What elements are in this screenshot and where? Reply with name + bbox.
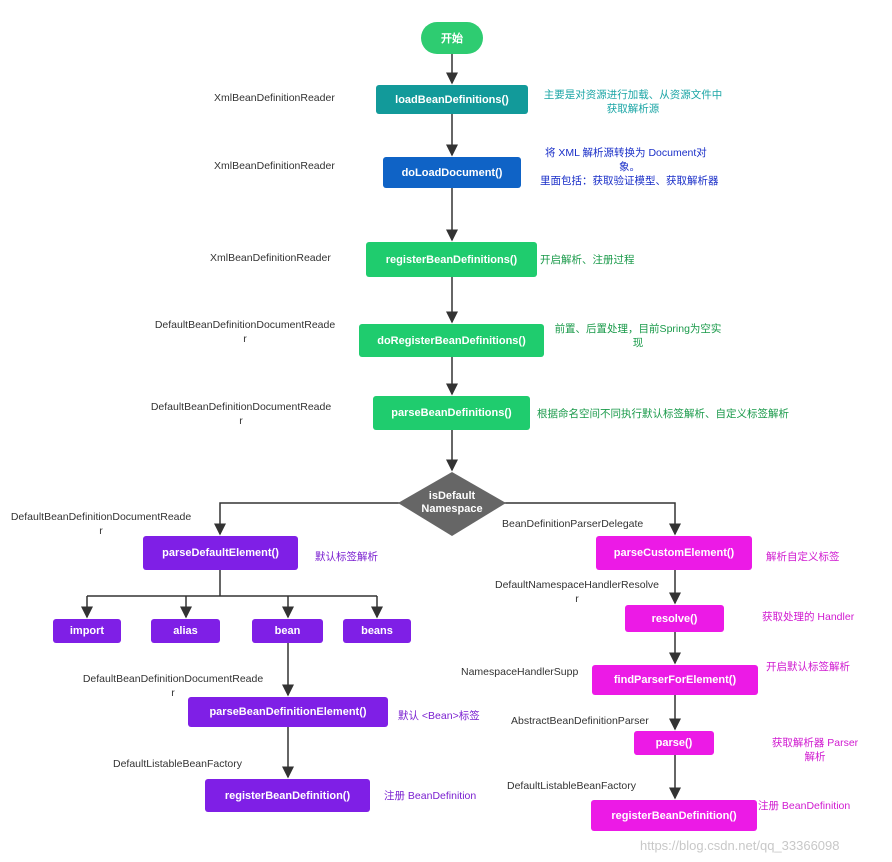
- annotation-parse-call-line2: 解析: [804, 751, 826, 763]
- class-label-4-line1: DefaultBeanDefinitionDocumentReade: [154, 319, 336, 331]
- class-label-6-line1: DefaultBeanDefinitionDocumentReade: [10, 511, 192, 523]
- class-label-7: BeanDefinitionParserDelegate: [502, 518, 644, 530]
- annotation-load-line1: 主要是对资源进行加载、从资源文件中: [543, 89, 723, 101]
- annotation-parse-call-line1: 获取解析器 Parser: [771, 737, 859, 749]
- parse-bean-definitions-node: parseBeanDefinitions(): [373, 396, 530, 430]
- bean-node: bean: [252, 619, 323, 643]
- annotation-doload: 将 XML 解析源转换为 Document对 象。 里面包括：获取验证模型、获取…: [537, 146, 719, 188]
- watermark: https://blog.csdn.net/qq_33366098: [640, 838, 840, 853]
- class-label-8-line2: r: [575, 593, 579, 605]
- annotation-doregister: 前置、后置处理，目前Spring为空实 现: [548, 322, 728, 350]
- annotation-resolve: 获取处理的 Handler: [762, 611, 855, 623]
- class-label-8-line1: DefaultNamespaceHandlerResolve: [494, 579, 659, 591]
- import-node: import: [53, 619, 121, 643]
- class-label-12: DefaultListableBeanFactory: [113, 758, 242, 770]
- annotation-register: 开启解析、注册过程: [540, 254, 635, 266]
- do-register-bean-definitions-node: doRegisterBeanDefinitions(): [359, 324, 544, 357]
- annotation-default: 默认标签解析: [315, 551, 378, 563]
- annotation-find: 开启默认标签解析: [766, 661, 850, 673]
- class-label-10: NamespaceHandlerSupp: [461, 666, 579, 678]
- find-parser-for-element-node: findParserForElement(): [592, 665, 758, 695]
- decision-label: isDefault Namespace: [410, 490, 494, 516]
- parse-custom-element-node: parseCustomElement(): [596, 536, 752, 570]
- class-label-5-line2: r: [239, 415, 243, 427]
- class-label-11: AbstractBeanDefinitionParser: [511, 715, 649, 727]
- parse-bean-definition-element-node: parseBeanDefinitionElement(): [188, 697, 388, 727]
- start-node: 开始: [421, 22, 483, 54]
- annotation-parse-call: 获取解析器 Parser 解析: [765, 736, 865, 764]
- annotation-register-right: 注册 BeanDefinition: [758, 800, 851, 812]
- class-label-3: XmlBeanDefinitionReader: [210, 252, 331, 264]
- register-bean-definitions-node: registerBeanDefinitions(): [366, 242, 537, 277]
- load-bean-definitions-node: loadBeanDefinitions(): [376, 85, 528, 114]
- class-label-6-line2: r: [99, 525, 103, 537]
- annotation-doregister-line2: 现: [632, 337, 644, 349]
- annotation-doload-line3: 里面包括：获取验证模型、获取解析器: [540, 175, 719, 187]
- annotation-register-left: 注册 BeanDefinition: [384, 790, 477, 802]
- annotation-doload-line1: 将 XML 解析源转换为 Document对: [545, 147, 707, 159]
- class-label-5-line1: DefaultBeanDefinitionDocumentReade: [150, 401, 332, 413]
- class-label-4-line2: r: [243, 333, 247, 345]
- class-label-13: DefaultListableBeanFactory: [507, 780, 636, 792]
- annotation-load-line2: 获取解析源: [606, 103, 660, 115]
- register-bean-definition-right-node: registerBeanDefinition(): [591, 800, 757, 831]
- annotation-load: 主要是对资源进行加载、从资源文件中 获取解析源: [538, 88, 728, 116]
- register-bean-definition-left-node: registerBeanDefinition(): [205, 779, 370, 812]
- resolve-node: resolve(): [625, 605, 724, 632]
- class-label-9: DefaultBeanDefinitionDocumentReade r: [70, 672, 276, 700]
- class-label-4: DefaultBeanDefinitionDocumentReade r: [142, 318, 348, 346]
- class-label-1: XmlBeanDefinitionReader: [214, 92, 335, 104]
- class-label-8: DefaultNamespaceHandlerResolve r: [488, 578, 666, 606]
- annotation-parse: 根据命名空间不同执行默认标签解析、自定义标签解析: [537, 408, 789, 420]
- alias-node: alias: [151, 619, 220, 643]
- annotation-custom: 解析自定义标签: [766, 551, 840, 563]
- do-load-document-node: doLoadDocument(): [383, 157, 521, 188]
- edge-decision-custom: [504, 502, 681, 536]
- parse-node: parse(): [634, 731, 714, 755]
- annotation-bean-tag: 默认 <Bean>标签: [398, 710, 480, 722]
- class-label-9-line2: r: [171, 687, 175, 699]
- edge-decision-default: [214, 502, 400, 536]
- annotation-doload-line2: 象。: [619, 161, 640, 173]
- decision-label-line2: Namespace: [421, 503, 483, 515]
- decision-label-line1: isDefault: [428, 490, 476, 502]
- decision-diamond: [398, 472, 506, 536]
- annotation-doregister-line1: 前置、后置处理，目前Spring为空实: [554, 323, 722, 335]
- class-label-9-line1: DefaultBeanDefinitionDocumentReade: [82, 673, 264, 685]
- beans-node: beans: [343, 619, 411, 643]
- class-label-6: DefaultBeanDefinitionDocumentReade r: [0, 510, 202, 538]
- class-label-5: DefaultBeanDefinitionDocumentReade r: [138, 400, 344, 428]
- class-label-2: XmlBeanDefinitionReader: [214, 160, 335, 172]
- parse-default-element-node: parseDefaultElement(): [143, 536, 298, 570]
